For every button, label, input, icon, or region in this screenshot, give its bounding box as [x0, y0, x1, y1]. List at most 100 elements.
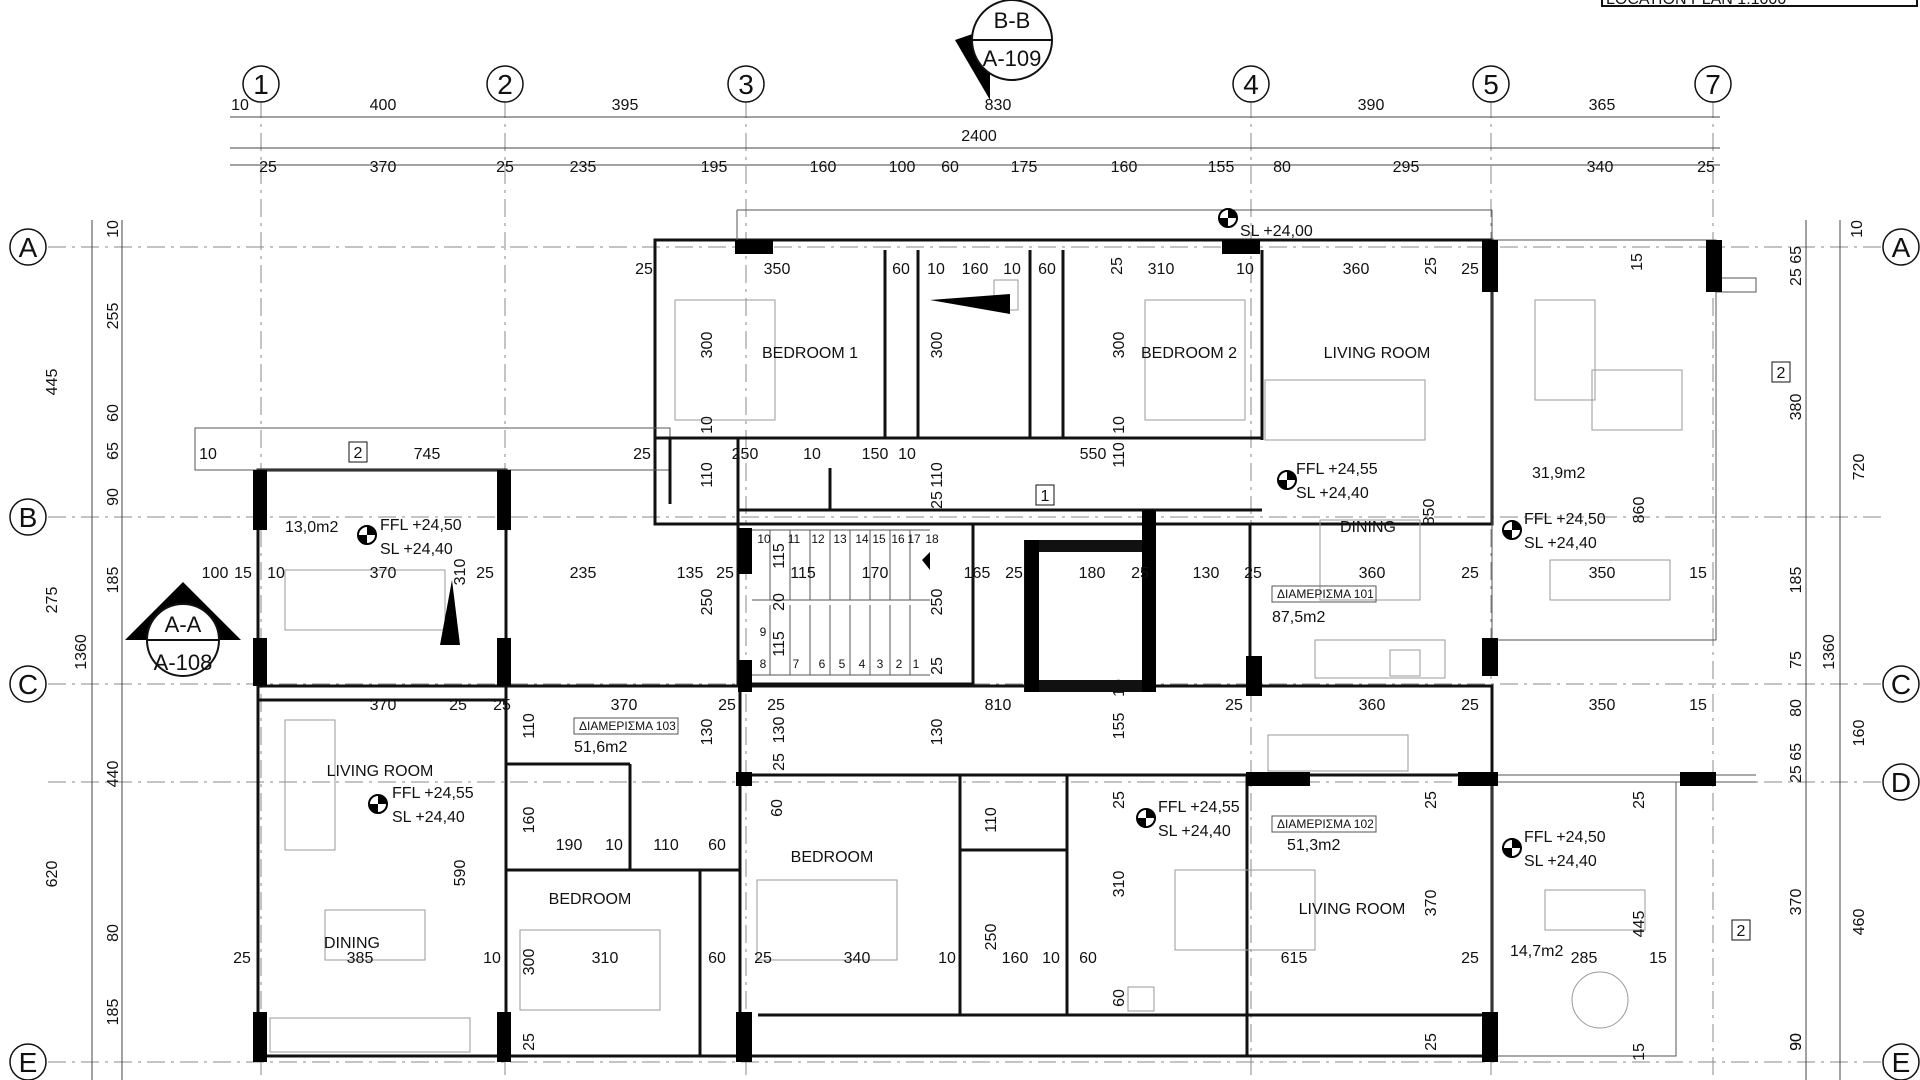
svg-text:155: 155	[1208, 159, 1235, 176]
svg-text:25: 25	[1697, 159, 1715, 176]
room-bedroom-2: BEDROOM 2	[1141, 345, 1237, 362]
svg-text:80: 80	[1273, 159, 1291, 176]
grid-col-1: 1	[242, 65, 280, 103]
svg-text:25: 25	[476, 565, 494, 582]
level-sl-top: SL +24,00	[1218, 208, 1313, 240]
svg-text:75: 75	[1788, 651, 1805, 669]
svg-text:255: 255	[105, 303, 122, 330]
svg-text:25: 25	[1461, 950, 1479, 967]
svg-text:110: 110	[699, 462, 716, 488]
room-dining-top: DINING	[1340, 519, 1396, 536]
svg-text:300: 300	[699, 332, 716, 359]
svg-text:10: 10	[803, 446, 821, 463]
svg-text:340: 340	[844, 950, 871, 967]
svg-text:100: 100	[202, 565, 229, 582]
svg-text:12: 12	[811, 532, 825, 546]
svg-text:340: 340	[1587, 159, 1614, 176]
svg-text:25: 25	[1109, 257, 1126, 275]
svg-text:FFL +24,50: FFL +24,50	[1524, 511, 1606, 528]
svg-text:90: 90	[105, 488, 122, 506]
apt-101-area: 87,5m2	[1272, 609, 1325, 626]
svg-text:440: 440	[105, 761, 122, 788]
svg-text:25: 25	[633, 446, 651, 463]
svg-text:310: 310	[452, 559, 469, 586]
svg-text:25: 25	[1423, 257, 1440, 275]
svg-text:SL +24,40: SL +24,40	[380, 541, 453, 558]
apt-103-area: 51,6m2	[574, 739, 627, 756]
svg-text:4: 4	[859, 657, 866, 671]
svg-text:25: 25	[718, 697, 736, 714]
grid-row-a-right: A	[1882, 228, 1920, 266]
svg-text:2: 2	[354, 445, 363, 462]
svg-text:445: 445	[44, 369, 61, 396]
svg-text:110: 110	[929, 462, 946, 488]
grid-col-7: 7	[1694, 65, 1732, 103]
svg-text:110: 110	[521, 713, 538, 739]
svg-text:1: 1	[913, 657, 920, 671]
svg-text:615: 615	[1281, 950, 1308, 967]
svg-text:10: 10	[231, 97, 249, 114]
grid-col-2: 2	[486, 65, 524, 103]
svg-text:115: 115	[790, 565, 816, 582]
svg-text:SL +24,40: SL +24,40	[392, 809, 465, 826]
furniture	[269, 279, 1683, 1053]
room-dining-left: DINING	[324, 935, 380, 952]
svg-text:135: 135	[677, 565, 704, 582]
svg-text:15: 15	[1649, 950, 1667, 967]
svg-text:15: 15	[1629, 253, 1646, 271]
room-living-bottom: LIVING ROOM	[1299, 901, 1406, 918]
svg-text:1360: 1360	[1821, 634, 1838, 670]
svg-text:185: 185	[105, 567, 122, 594]
svg-text:10: 10	[483, 950, 501, 967]
svg-text:380: 380	[1788, 394, 1805, 421]
svg-text:185: 185	[105, 999, 122, 1026]
svg-text:18: 18	[925, 532, 939, 546]
svg-text:295: 295	[1393, 159, 1420, 176]
svg-text:175: 175	[1011, 159, 1038, 176]
svg-text:20: 20	[771, 593, 788, 611]
svg-text:25: 25	[767, 697, 785, 714]
section-marker-aa: A-A A-108	[125, 582, 241, 677]
svg-text:5: 5	[1483, 69, 1499, 100]
svg-text:2: 2	[896, 657, 903, 671]
svg-text:350: 350	[764, 261, 791, 278]
svg-text:80: 80	[105, 924, 122, 942]
grid-row-a-left: A	[9, 228, 47, 266]
svg-text:SL +24,40: SL +24,40	[1524, 535, 1597, 552]
svg-text:B: B	[19, 502, 38, 533]
svg-text:110: 110	[983, 807, 1000, 833]
svg-text:170: 170	[862, 565, 889, 582]
svg-text:160: 160	[521, 807, 538, 834]
grid-row-c-right: C	[1882, 665, 1920, 703]
staircase	[752, 529, 930, 676]
svg-text:365: 365	[1589, 97, 1616, 114]
svg-text:400: 400	[370, 97, 397, 114]
svg-text:SL +24,40: SL +24,40	[1524, 853, 1597, 870]
svg-text:E: E	[1892, 1047, 1911, 1078]
svg-text:110: 110	[653, 837, 679, 854]
svg-text:350: 350	[1589, 697, 1616, 714]
svg-text:FFL +24,50: FFL +24,50	[1524, 829, 1606, 846]
svg-text:15: 15	[872, 532, 886, 546]
svg-text:445: 445	[1631, 911, 1648, 938]
svg-text:115: 115	[771, 543, 788, 569]
svg-text:360: 360	[1359, 565, 1386, 582]
room-labels: BEDROOM 1 BEDROOM 2 LIVING ROOM DINING L…	[324, 345, 1430, 952]
svg-text:25: 25	[1461, 565, 1479, 582]
svg-text:370: 370	[370, 565, 397, 582]
svg-text:14: 14	[855, 532, 869, 546]
svg-text:60: 60	[708, 950, 726, 967]
location-plan-label: LOCATION PLAN 1:1000	[1606, 0, 1786, 8]
svg-text:620: 620	[44, 861, 61, 888]
svg-text:250: 250	[929, 589, 946, 616]
svg-text:25: 25	[496, 159, 514, 176]
svg-text:370: 370	[370, 159, 397, 176]
svg-text:160: 160	[962, 261, 989, 278]
svg-text:1: 1	[253, 69, 269, 100]
apt-102-name: ΔΙΑΜΕΡΙΣΜΑ 102	[1277, 817, 1374, 831]
svg-text:155: 155	[1111, 713, 1128, 740]
svg-text:10: 10	[1849, 220, 1866, 238]
svg-text:D: D	[1891, 767, 1911, 798]
svg-text:310: 310	[1148, 261, 1175, 278]
